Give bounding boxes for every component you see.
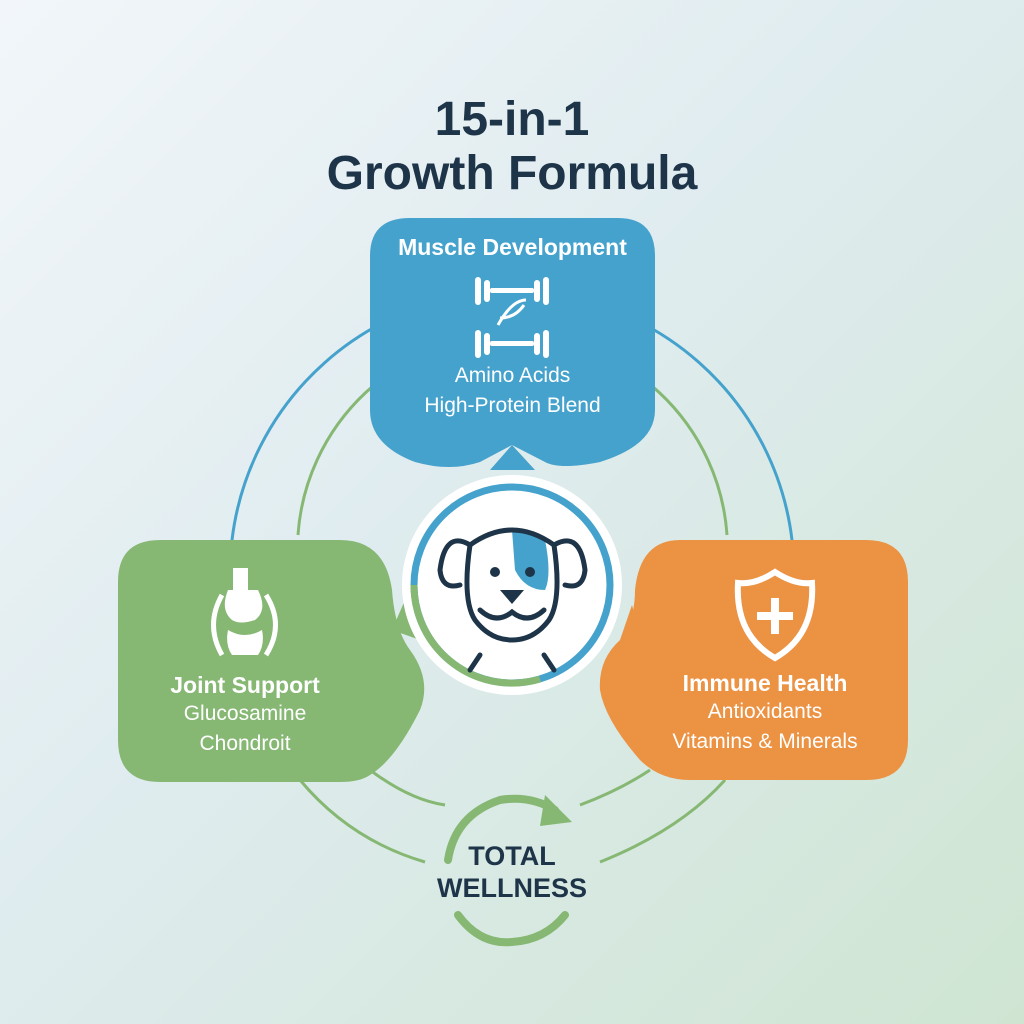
cycle-arrows-icon	[444, 794, 569, 947]
dumbbell-dna-icon	[475, 277, 549, 358]
immune-line-2: Vitamins & Minerals	[672, 730, 858, 753]
joint-heading: Joint Support	[170, 672, 320, 698]
muscle-card: Muscle Development Amino Acids High-Prot…	[370, 234, 655, 421]
wellness-label: WELLNESS	[436, 873, 587, 903]
joint-card: Joint Support Glucosamine Chondroit	[110, 672, 380, 759]
joint-line-1: Glucosamine	[183, 702, 307, 725]
immune-line-1: Antioxidants	[707, 700, 823, 723]
joint-line-2: Chondroit	[199, 732, 291, 755]
muscle-line-2: High-Protein Blend	[424, 394, 601, 417]
immune-card: Immune Health Antioxidants Vitamins & Mi…	[630, 670, 900, 757]
muscle-line-1: Amino Acids	[454, 364, 571, 387]
joint-bone-icon	[211, 568, 278, 657]
title-line-2: Growth Formula	[326, 147, 698, 200]
immune-card-shape	[599, 540, 908, 780]
muscle-heading: Muscle Development	[398, 234, 627, 260]
dog-badge	[402, 475, 622, 695]
shield-plus-icon	[734, 568, 816, 662]
total-label: TOTAL	[468, 841, 556, 871]
dog-face-icon	[437, 527, 588, 673]
immune-heading: Immune Health	[682, 670, 848, 696]
title-line-1: 15-in-1	[434, 93, 590, 146]
